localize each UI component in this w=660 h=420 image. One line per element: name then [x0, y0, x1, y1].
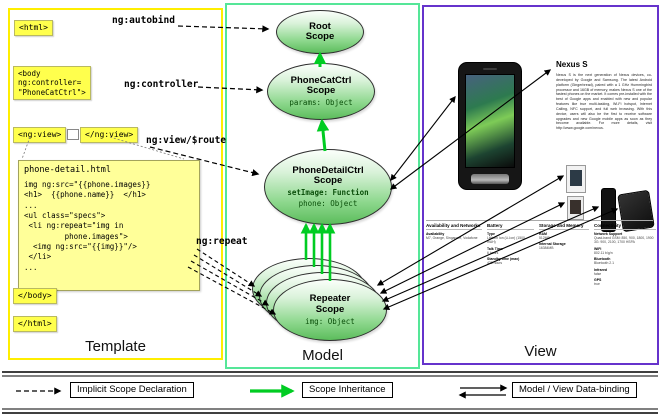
phonecatctrl-scope-prop: params: Object [289, 98, 353, 108]
thumbnail-screen [570, 170, 582, 186]
spec-value: M7, Orange, Singapore, Vodafone [426, 236, 478, 240]
spec-column-availability: Availability and Networks Availability M… [426, 223, 482, 287]
html-close-tag: </html> [13, 316, 57, 332]
phonedetailctrl-scope-setimage-prop: setImage: Function [287, 188, 369, 198]
spec-header: Storage and Memory [539, 223, 589, 230]
legend-scope-inheritance: Scope Inheritance [302, 382, 393, 398]
spec-value: 512MB [539, 236, 550, 240]
phonedetailctrl-scope-title: PhoneDetailCtrl Scope [292, 164, 364, 186]
thumbnail-screen [570, 200, 581, 214]
ng-view-route-label: ng:view/$route [146, 135, 227, 146]
template-panel-label: Template [85, 338, 146, 355]
ng-view-open-tag: <ng:view> [13, 127, 67, 143]
spec-value: 802.11 b/g/n [594, 250, 613, 255]
model-panel-label: Model [302, 347, 343, 364]
phonedetailctrl-scope-ellipse: PhoneDetailCtrl Scope setImage: Function… [264, 149, 392, 225]
template-panel: Template [8, 8, 223, 360]
view-placeholder-box [67, 129, 79, 140]
repeater-scope-ellipse: Repeater Scope img: Object [273, 279, 387, 341]
spec-column-connectivity: Connectivity Network Support Quad-band G… [594, 223, 656, 287]
spec-value: true [594, 282, 600, 287]
phone-description: Nexus S is the next generation of Nexus … [556, 73, 652, 131]
spec-value: Bluetooth 2.1 [594, 261, 614, 266]
spec-header: Connectivity [594, 223, 656, 230]
spec-header: Battery [487, 223, 534, 230]
spec-column-battery: Battery Type Lithium Ion (Li-Ion) (1500 … [487, 223, 534, 287]
spec-value: false [594, 271, 602, 276]
ng-repeat-label: ng:repeat [196, 236, 248, 247]
phonedetailctrl-scope-phone-prop: phone: Object [298, 199, 358, 209]
phone-thumbnail [567, 196, 584, 220]
ng-autobind-label: ng:autobind [112, 15, 175, 26]
view-panel-label: View [524, 343, 557, 360]
legend-implicit-scope-declaration: Implicit Scope Declaration [70, 382, 194, 398]
phonecatctrl-scope-title: PhoneCatCtrl Scope [290, 74, 352, 96]
phone-title: Nexus S [556, 60, 588, 69]
view-panel: View [422, 5, 659, 365]
specs-table: Availability and Networks Availability M… [426, 220, 656, 287]
phone-chin [471, 174, 509, 184]
spec-value: Quad-band GSM: 850, 900, 1800, 1900 3G: … [594, 236, 654, 245]
code-snippet-body: img ng:src="{{phone.images}} <h1> {{phon… [24, 180, 151, 272]
ng-controller-label: ng:controller [124, 79, 199, 90]
legend-model-view-databinding: Model / View Data-binding [512, 382, 637, 398]
spec-value: Lithium Ion (Li-Ion) (1500 mAH) [487, 236, 525, 245]
spec-value: 6 hours [487, 250, 499, 255]
spec-header: Availability and Networks [426, 223, 482, 230]
spec-value: 16384MB [539, 246, 554, 251]
phone-speaker [483, 68, 497, 70]
nexus-s-photo [458, 62, 522, 190]
phone-detail-code-snippet: phone-detail.html img ng:src="{{phone.im… [18, 160, 200, 291]
body-close-tag: </body> [13, 288, 57, 304]
code-snippet-filename: phone-detail.html [24, 165, 111, 175]
root-scope-title: Root Scope [305, 20, 335, 42]
ng-view-close-tag: </ng:view> [80, 127, 139, 143]
spec-column-storage: Storage and Memory RAM 512MB Internal St… [539, 223, 589, 287]
html-open-tag: <html> [14, 20, 53, 36]
body-open-tag: <body ng:controller= "PhoneCatCtrl"> [13, 66, 91, 101]
phone-screen [465, 74, 515, 168]
repeater-scope-title: Repeater Scope [309, 293, 351, 315]
root-scope-ellipse: Root Scope [276, 10, 364, 54]
repeater-scope-prop: img: Object [305, 316, 355, 326]
spec-value: 428 hours [487, 261, 503, 266]
phone-thumbnail [566, 165, 586, 193]
phonecatctrl-scope-ellipse: PhoneCatCtrl Scope params: Object [267, 63, 375, 120]
